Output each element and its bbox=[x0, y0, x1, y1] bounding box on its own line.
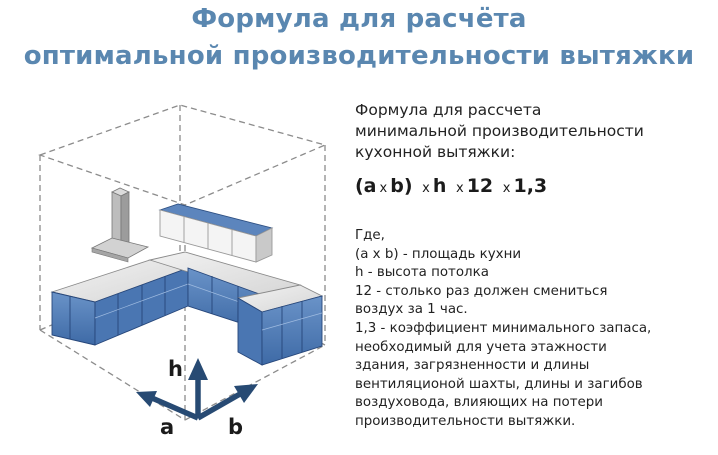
legend-line: необходимый для учета этажности bbox=[355, 339, 607, 355]
formula-term-a: (a bbox=[355, 175, 377, 197]
height-arrow-head bbox=[188, 358, 208, 380]
legend-line: (а х b) - площадь кухни bbox=[355, 246, 522, 262]
intro-line: кухонной вытяжки: bbox=[355, 143, 516, 161]
axis-label-b: b bbox=[228, 415, 243, 439]
formula-term-1-3: 1,3 bbox=[513, 175, 548, 197]
range-hood bbox=[90, 187, 150, 263]
formula-operator: x bbox=[456, 181, 464, 196]
legend-line: вентиляционой шахты, длины и загибов bbox=[355, 376, 643, 392]
legend-line: воздуховода, влияющих на потери bbox=[355, 395, 603, 411]
formula-term-h: h bbox=[432, 175, 447, 197]
page-title-line-1: Формула для расчёта bbox=[191, 4, 527, 34]
legend-line: производительности вытяжки. bbox=[355, 413, 576, 429]
legend-line: 1,3 - коэффициент минимального запаса, bbox=[355, 320, 652, 336]
intro-line: Формула для рассчета bbox=[355, 101, 542, 119]
formula-legend: Где, (а х b) - площадь кухни h - высота … bbox=[355, 227, 715, 432]
intro-line: минимальной производительности bbox=[355, 122, 644, 140]
formula-operator: x bbox=[502, 181, 511, 196]
legend-line: 12 - столько раз должен смениться bbox=[355, 283, 608, 299]
formula-operator: x bbox=[422, 181, 430, 196]
base-cabinets-left-run bbox=[50, 259, 190, 346]
legend-line: h - высота потолка bbox=[355, 265, 489, 281]
width-axis-arrow bbox=[196, 391, 242, 421]
wall-cabinets bbox=[158, 203, 274, 263]
formula-term-b: b) bbox=[390, 175, 413, 197]
width-arrow-head bbox=[234, 384, 258, 403]
legend-line: воздух за 1 час. bbox=[355, 302, 468, 318]
base-cabinets-peninsula bbox=[236, 284, 324, 366]
axis-label-h: h bbox=[168, 357, 183, 381]
page-title-line-2: оптимальной производительности вытяжки bbox=[23, 41, 695, 71]
formula-intro: Формула для рассчета минимальной произво… bbox=[355, 100, 715, 163]
length-axis-arrow bbox=[150, 395, 200, 421]
legend-line: Где, bbox=[355, 228, 385, 243]
formula-operator: x bbox=[379, 181, 388, 196]
dimension-axes bbox=[136, 358, 258, 421]
formula-panel: Формула для рассчета минимальной произво… bbox=[355, 100, 715, 432]
axis-label-a: a bbox=[160, 415, 174, 439]
legend-line: здания, загрязненности и длины bbox=[355, 358, 590, 374]
length-arrow-head bbox=[136, 391, 157, 407]
formula-term-12: 12 bbox=[466, 175, 494, 197]
